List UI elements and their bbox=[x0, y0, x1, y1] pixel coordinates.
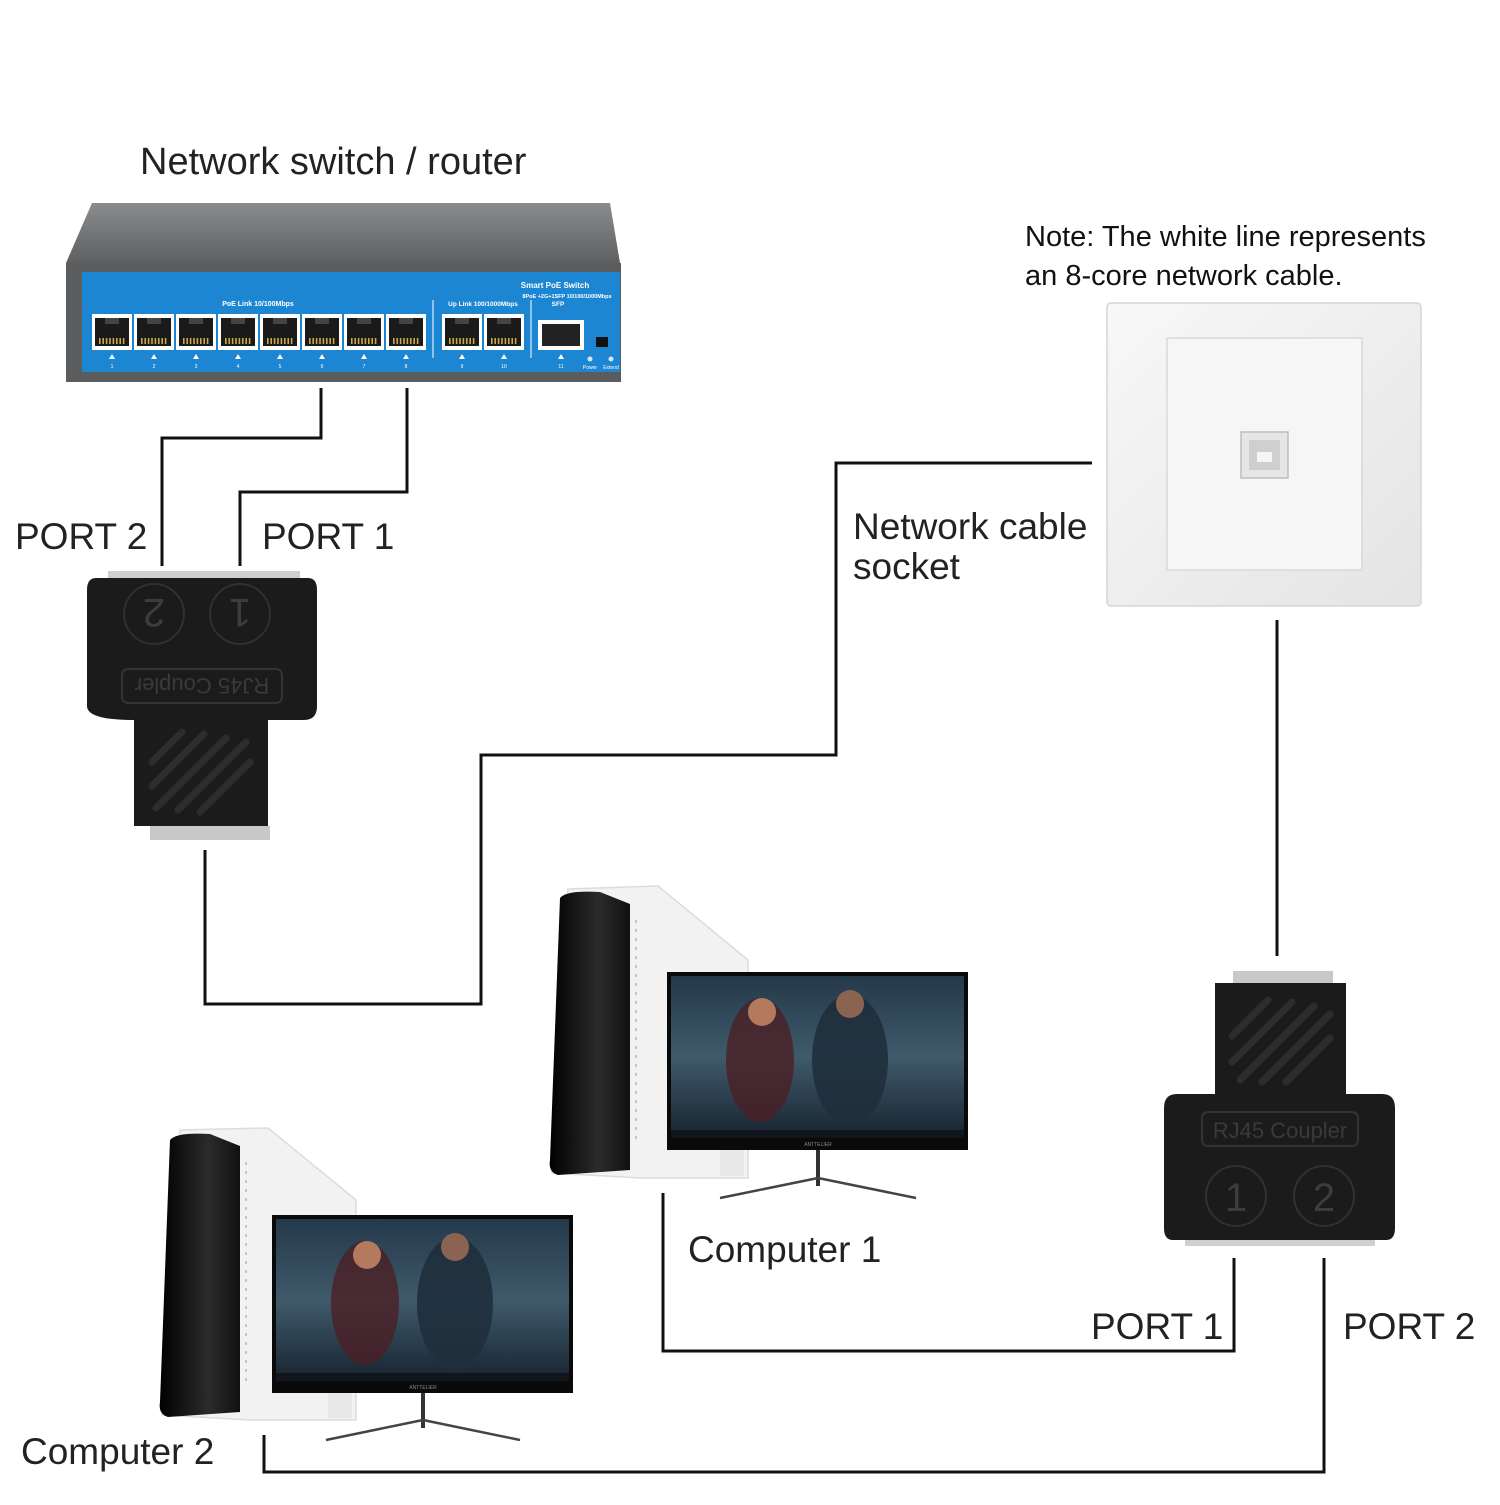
switch-port-number: 4 bbox=[237, 364, 240, 370]
switch-port-number: 7 bbox=[363, 364, 366, 370]
switch-port-number: 10 bbox=[501, 364, 507, 370]
switch-port-number: 9 bbox=[461, 364, 464, 370]
switch-port-8[interactable] bbox=[386, 314, 426, 350]
switch-poe-group-label: PoE Link 10/100Mbps bbox=[222, 301, 294, 308]
switch-ports: 1 2 3 4 5 6 7 8 9 10 11 bbox=[92, 314, 564, 370]
switch-port-number: 3 bbox=[195, 364, 198, 370]
bottom-port2-label: PORT 2 bbox=[1343, 1306, 1476, 1347]
switch-brand-text: Smart PoE Switch bbox=[521, 281, 590, 290]
computer-2: ANTTELIER bbox=[159, 1127, 573, 1442]
top-port2-label: PORT 2 bbox=[15, 516, 148, 557]
network-switch: Smart PoE Switch 8PoE +2G+1SFP 10/100/10… bbox=[66, 203, 621, 382]
computer-1: ANTTELIER bbox=[549, 885, 968, 1200]
cable-wires bbox=[160, 388, 1326, 1474]
switch-port-indicator bbox=[193, 354, 199, 359]
switch-sfp-group-label: SFP bbox=[552, 301, 565, 308]
switch-sfp-slot[interactable] bbox=[538, 320, 584, 350]
wire-top-coupler-to-socket bbox=[203, 461, 1092, 1006]
switch-uplink-group-label: Up Link 100/1000Mbps bbox=[448, 301, 518, 308]
switch-port-indicator bbox=[319, 354, 325, 359]
switch-port-number: 2 bbox=[153, 364, 156, 370]
switch-port-number: 11 bbox=[558, 364, 563, 370]
switch-port-indicator bbox=[109, 354, 115, 359]
note-line-2: an 8-core network cable. bbox=[1025, 260, 1343, 292]
switch-port-indicator bbox=[501, 354, 507, 359]
switch-port-indicator bbox=[277, 354, 283, 359]
switch-port-9[interactable] bbox=[442, 314, 482, 350]
switch-port-indicator bbox=[403, 354, 409, 359]
switch-port-6[interactable] bbox=[302, 314, 342, 350]
socket-label-line-1: Network cable bbox=[853, 506, 1088, 547]
bottom-port1-label: PORT 1 bbox=[1091, 1306, 1224, 1347]
switch-port-number: 6 bbox=[321, 364, 324, 370]
switch-extend-label: Extend bbox=[603, 365, 619, 371]
switch-port-indicator bbox=[558, 354, 564, 359]
switch-port-number: 1 bbox=[111, 364, 114, 370]
computer-1-label: Computer 1 bbox=[688, 1229, 882, 1270]
coupler-bottom-port2-number: 2 bbox=[1313, 1176, 1335, 1220]
switch-port-indicator bbox=[235, 354, 241, 359]
socket-rj45-port[interactable] bbox=[1240, 431, 1289, 479]
computer-2-monitor-brand: ANTTELIER bbox=[409, 1385, 437, 1391]
switch-port-1[interactable] bbox=[92, 314, 132, 350]
switch-port-indicator bbox=[459, 354, 465, 359]
wire-switch-to-top-port1 bbox=[238, 388, 409, 566]
switch-port-2[interactable] bbox=[134, 314, 174, 350]
socket-label-line-2: socket bbox=[853, 546, 960, 587]
coupler-top-port1-number: 1 bbox=[229, 590, 251, 634]
switch-port-indicator bbox=[361, 354, 367, 359]
wire-switch-to-top-port2 bbox=[160, 388, 323, 566]
switch-port-number: 5 bbox=[279, 364, 282, 370]
rj45-coupler-bottom: RJ45 Coupler 1 2 bbox=[1164, 971, 1395, 1246]
switch-port-4[interactable] bbox=[218, 314, 258, 350]
switch-port-3[interactable] bbox=[176, 314, 216, 350]
switch-port-5[interactable] bbox=[260, 314, 300, 350]
computer-1-monitor-brand: ANTTELIER bbox=[804, 1142, 832, 1148]
note-line-1: Note: The white line represents bbox=[1025, 221, 1426, 253]
switch-port-indicator bbox=[151, 354, 157, 359]
coupler-bottom-marking: RJ45 Coupler bbox=[1213, 1118, 1348, 1143]
coupler-top-marking: RJ45 Coupler bbox=[135, 673, 270, 698]
switch-port-number: 8 bbox=[405, 364, 408, 370]
wire-bottom-port1-to-computer1 bbox=[661, 1193, 1236, 1353]
computer-1-monitor: ANTTELIER bbox=[667, 972, 968, 1200]
computer-2-monitor: ANTTELIER bbox=[272, 1215, 573, 1442]
coupler-top-port2-number: 2 bbox=[143, 590, 165, 634]
switch-title: Network switch / router bbox=[140, 141, 527, 183]
wire-bottom-port2-to-computer2 bbox=[262, 1258, 1326, 1474]
computer-2-label: Computer 2 bbox=[21, 1431, 215, 1472]
rj45-coupler-top: 2 1 RJ45 Coupler bbox=[87, 571, 317, 840]
top-port1-label: PORT 1 bbox=[262, 516, 395, 557]
switch-port-10[interactable] bbox=[484, 314, 524, 350]
switch-port-7[interactable] bbox=[344, 314, 384, 350]
switch-power-label: Power bbox=[583, 365, 598, 371]
coupler-bottom-port1-number: 1 bbox=[1225, 1176, 1247, 1220]
switch-spec-text: 8PoE +2G+1SFP 10/100/1000Mbps bbox=[522, 294, 611, 300]
wall-socket bbox=[1106, 302, 1422, 607]
